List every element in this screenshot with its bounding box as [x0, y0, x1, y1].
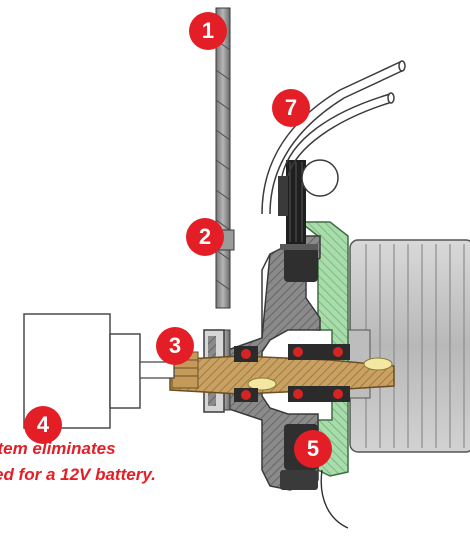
caption-line-1: stem eliminates: [0, 439, 116, 458]
callout-7: 7: [272, 89, 310, 127]
connector-plug: [278, 160, 306, 244]
cable-bundle: [261, 60, 406, 215]
caption-line-2: ed for a 12V battery.: [0, 465, 156, 484]
callout-5: 5: [294, 430, 332, 468]
callout-1: 1: [189, 12, 227, 50]
motor-body: [339, 239, 470, 453]
callout-4: 4: [24, 406, 62, 444]
lower-wire: [320, 469, 349, 529]
callout-2: 2: [186, 218, 224, 256]
bearings: [234, 344, 350, 402]
central-shaft: [169, 351, 395, 395]
callout-3: 3: [156, 327, 194, 365]
caption-text: stem eliminates ed for a 12V battery.: [0, 436, 300, 488]
